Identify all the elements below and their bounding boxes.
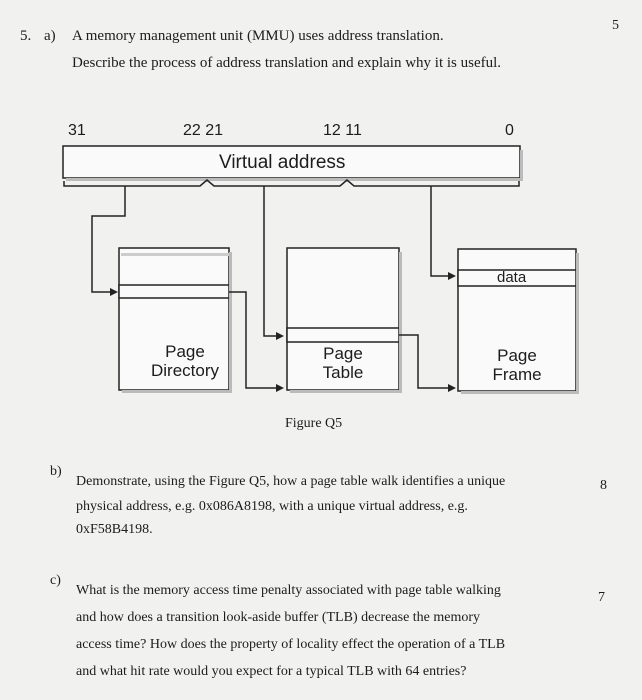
bit-label-22-21: 22 21 [183, 122, 224, 139]
part-b-label: b) [50, 464, 62, 479]
part-c-label: c) [50, 573, 61, 588]
table-index-line [263, 186, 278, 337]
page-table-box [286, 247, 400, 391]
part-c-line-3: access time? How does the property of lo… [76, 637, 506, 652]
part-c-line-4: and what hit rate would you expect for a… [76, 664, 467, 679]
part-a-marks: 5 [612, 18, 619, 33]
virtual-address-bar [62, 145, 521, 179]
page-frame-label-line-1: Page [497, 346, 537, 365]
page-frame-label: Page Frame [472, 346, 562, 384]
page-table-label-line-1: Page [323, 344, 363, 363]
page-table-entry [286, 327, 400, 343]
part-a-line-2: Describe the process of address translat… [72, 55, 502, 71]
page-directory-entry [118, 284, 230, 299]
page-directory-label: Page Directory [140, 342, 230, 380]
bit-label-31: 31 [68, 122, 86, 139]
part-a-line-1: A memory management unit (MMU) uses addr… [72, 28, 444, 44]
part-c-line-1: What is the memory access time penalty a… [76, 583, 501, 598]
figure-caption: Figure Q5 [285, 416, 343, 431]
part-b-line-1: Demonstrate, using the Figure Q5, how a … [76, 474, 506, 489]
bit-label-0: 0 [505, 122, 514, 139]
directory-index-line [91, 186, 126, 293]
page-frame-label-line-2: Frame [492, 365, 542, 384]
part-b-line-3: 0xF58B4198. [76, 522, 153, 537]
data-label: data [497, 269, 527, 286]
page-directory-label-line-1: Page [165, 342, 205, 361]
part-c-marks: 7 [598, 590, 605, 605]
page-directory-label-line-2: Directory [150, 361, 219, 380]
part-b-line-2: physical address, e.g. 0x086A8198, with … [76, 499, 468, 514]
address-translation-diagram [62, 145, 579, 394]
question-number: 5. [20, 28, 32, 44]
part-a-label: a) [44, 28, 56, 44]
page-table-label: Page Table [298, 344, 388, 382]
virtual-address-label: Virtual address [219, 152, 346, 173]
page-directory-box [118, 247, 230, 391]
directory-to-table-line [229, 291, 278, 389]
table-to-frame-line [399, 334, 450, 389]
part-c-line-2: and how does a transition look-aside buf… [76, 610, 481, 625]
page-table-label-line-2: Table [322, 363, 364, 382]
part-b-marks: 8 [600, 478, 607, 493]
offset-line [430, 186, 450, 277]
field-braces [63, 179, 520, 187]
bit-label-12-11: 12 11 [323, 122, 362, 139]
